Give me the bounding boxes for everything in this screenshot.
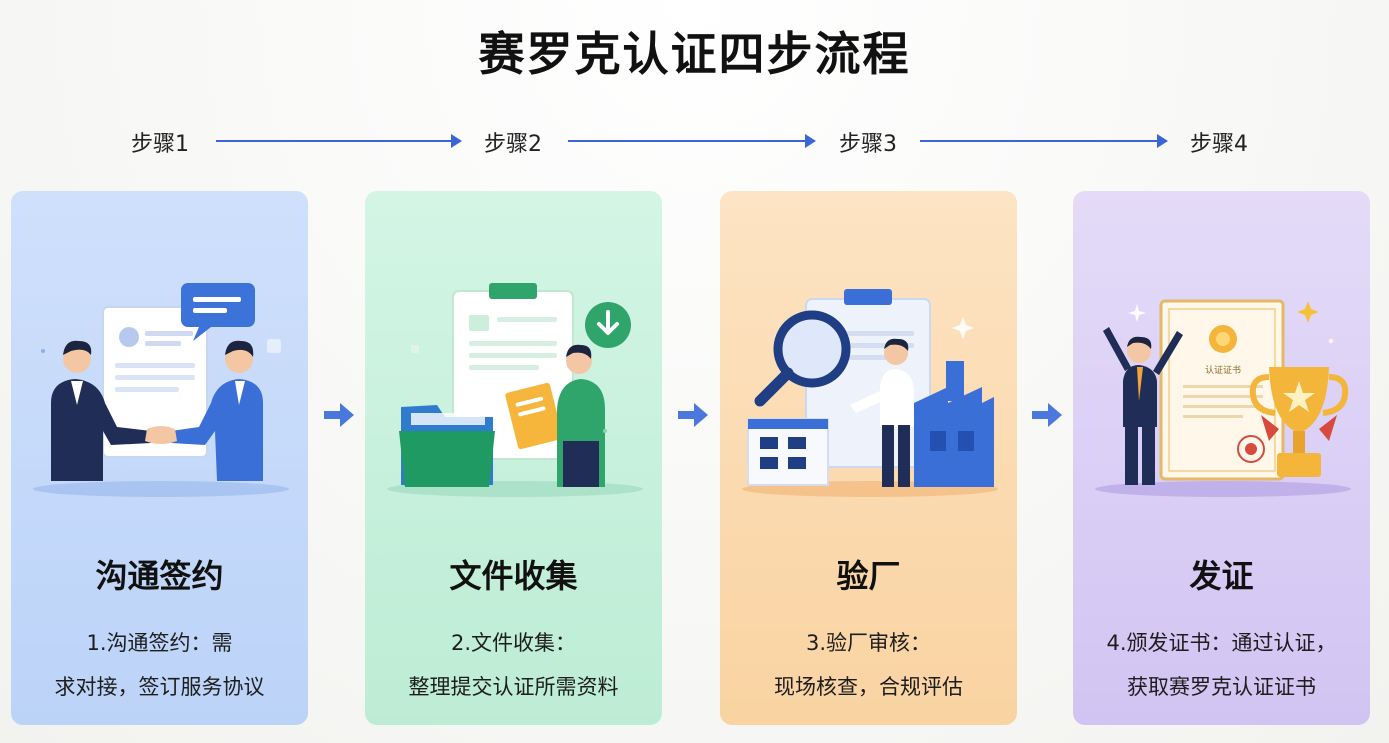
card-description-1: 1.沟通签约：需 求对接，签订服务协议 — [31, 621, 288, 709]
handshake-illustration — [33, 283, 289, 497]
card-desc-1-line2: 求对接，签订服务协议 — [54, 675, 265, 699]
step-card-1: 沟通签约 1.沟通签约：需 求对接，签订服务协议 — [11, 191, 308, 725]
certificate-heading: 认证证书 — [1205, 364, 1241, 376]
person-celebrating — [1103, 327, 1183, 485]
timeline-arrow-2 — [568, 134, 816, 148]
certificate-illustration: 认证证书 — [1095, 299, 1351, 497]
folder-icon — [399, 405, 495, 487]
trophy-icon — [1249, 367, 1349, 477]
handshake-icon — [145, 426, 177, 444]
card-desc-3-line2: 现场核查，合规评估 — [774, 675, 963, 699]
card-description-3: 3.验厂审核： 现场核查，合规评估 — [740, 621, 997, 709]
card-desc-1-line1: 1.沟通签约：需 — [86, 631, 233, 655]
timeline-arrow-1 — [216, 134, 462, 148]
person — [557, 344, 605, 487]
person-left — [51, 340, 151, 481]
download-icon — [585, 302, 631, 348]
card-desc-2-line2: 整理提交认证所需资料 — [408, 675, 619, 699]
document-icon — [102, 306, 208, 458]
step-timeline: 步骤1 步骤2 步骤3 步骤4 — [0, 118, 1389, 164]
arrow-right-icon — [1032, 403, 1062, 427]
card-desc-2-line1: 2.文件收集： — [450, 631, 577, 655]
step-card-3: 验厂 3.验厂审核： 现场核查，合规评估 — [720, 191, 1017, 725]
card-title-2: 文件收集 — [449, 557, 578, 595]
document-collection-illustration — [387, 283, 643, 497]
arrow-right-icon — [324, 403, 354, 427]
card-description-4: 4.颁发证书：通过认证， 获取赛罗克认证证书 — [1093, 621, 1350, 709]
person-right — [171, 340, 263, 481]
card-desc-4-line2: 获取赛罗克认证证书 — [1127, 675, 1316, 699]
page-title: 赛罗克认证四步流程 — [478, 27, 911, 81]
factory-audit-illustration — [742, 289, 998, 497]
speech-bubble-icon — [181, 283, 255, 341]
card-desc-4-line1: 4.颁发证书：通过认证， — [1106, 631, 1337, 655]
step-card-4: 认证证书 — [1073, 191, 1370, 725]
arrow-right-icon — [678, 403, 708, 427]
step-label-3: 步骤3 — [839, 132, 897, 157]
card-title-3: 验厂 — [836, 557, 901, 595]
card-title-4: 发证 — [1189, 557, 1254, 595]
step-label-4: 步骤4 — [1190, 132, 1248, 157]
step-label-1: 步骤1 — [131, 132, 189, 157]
orange-document — [505, 382, 563, 450]
card-desc-3-line1: 3.验厂审核： — [805, 631, 932, 655]
step-label-2: 步骤2 — [484, 132, 542, 157]
timeline-arrow-3 — [920, 134, 1168, 148]
person — [850, 338, 914, 487]
factory-icon — [914, 361, 994, 487]
magnifier-icon — [754, 310, 851, 407]
step-card-2: 文件收集 2.文件收集： 整理提交认证所需资料 — [365, 191, 662, 725]
certificate-icon: 认证证书 — [1159, 299, 1285, 481]
card-description-2: 2.文件收集： 整理提交认证所需资料 — [385, 621, 642, 709]
card-title-1: 沟通签约 — [95, 557, 224, 595]
building-icon — [747, 418, 829, 486]
